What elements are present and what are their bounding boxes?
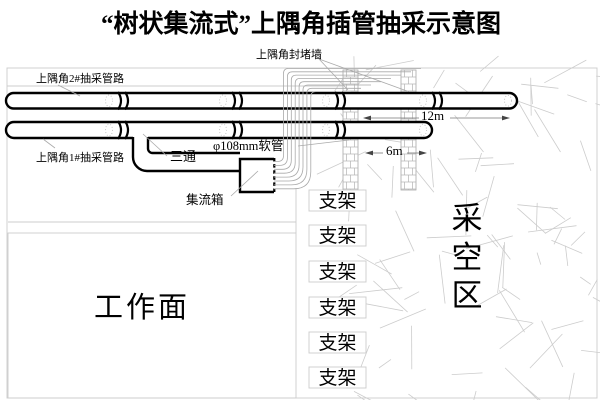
drawing-border xyxy=(6,67,598,399)
leader-pipe1 xyxy=(42,138,56,149)
pipe2-label: 上隅角2#抽采管路 xyxy=(36,71,124,85)
svg-text:空: 空 xyxy=(452,240,483,275)
svg-text:支架: 支架 xyxy=(318,367,356,389)
dim-6m-text: 6m xyxy=(386,143,403,158)
dim-12m-text: 12m xyxy=(421,108,444,123)
hose-bundle xyxy=(274,68,421,190)
dim-12m: 12m xyxy=(363,108,510,123)
labels: “树状集流式”上隅角插管抽采示意图 上隅角封堵墙 上隅角2#抽采管路 上隅角1#… xyxy=(36,9,501,324)
pipe-couplings xyxy=(105,91,512,140)
pipe-2 xyxy=(4,91,519,110)
goaf-debris xyxy=(314,55,600,400)
svg-text:支架: 支架 xyxy=(318,225,356,247)
support-box-1: 支架 xyxy=(308,189,367,212)
svg-text:区: 区 xyxy=(452,278,483,313)
page-title: “树状集流式”上隅角插管抽采示意图 xyxy=(101,9,501,38)
working-face-label: 工作面 xyxy=(94,291,190,324)
collector-box-fill xyxy=(240,159,274,192)
pipes xyxy=(4,91,519,140)
tee-branch xyxy=(131,136,240,173)
leader-lines xyxy=(42,58,408,197)
leader-pipe2 xyxy=(57,84,81,97)
svg-text:支架: 支架 xyxy=(318,332,356,354)
collector-box xyxy=(238,157,276,194)
tee-label: 三通 xyxy=(170,149,196,164)
leader-collector xyxy=(230,170,259,197)
sealing-wall-label: 上隅角封堵墙 xyxy=(256,47,322,61)
support-column: 支架 支架 支架 支架 支架 支架 xyxy=(308,189,367,389)
working-face-area xyxy=(7,232,297,399)
collector-label: 集流箱 xyxy=(186,192,224,207)
goaf-label: 采 空 区 xyxy=(452,201,483,313)
support-box-5: 支架 xyxy=(308,331,367,354)
svg-text:支架: 支架 xyxy=(318,297,356,319)
hose-label: φ108mm软管 xyxy=(213,138,283,153)
dimensions: 12m 6m xyxy=(363,108,510,158)
leader-hose xyxy=(297,139,350,147)
support-box-4: 支架 xyxy=(308,296,367,319)
leader-tee xyxy=(142,133,168,157)
support-box-2: 支架 xyxy=(308,224,367,247)
support-box-6: 支架 xyxy=(308,366,367,389)
pipe1-label: 上隅角1#抽采管路 xyxy=(36,150,124,164)
svg-text:支架: 支架 xyxy=(318,261,356,283)
svg-text:采: 采 xyxy=(452,201,483,236)
leader-sealing-wall-2 xyxy=(318,58,408,92)
tee-branch-inner xyxy=(146,137,240,155)
dim-6m: 6m xyxy=(365,143,427,158)
pipe-1 xyxy=(4,120,434,140)
collector-box-outline xyxy=(238,157,274,194)
support-box-3: 支架 xyxy=(308,260,367,283)
tee-branch-outer xyxy=(131,137,240,173)
svg-text:支架: 支架 xyxy=(318,190,356,212)
leader-sealing-wall-1 xyxy=(318,58,349,91)
